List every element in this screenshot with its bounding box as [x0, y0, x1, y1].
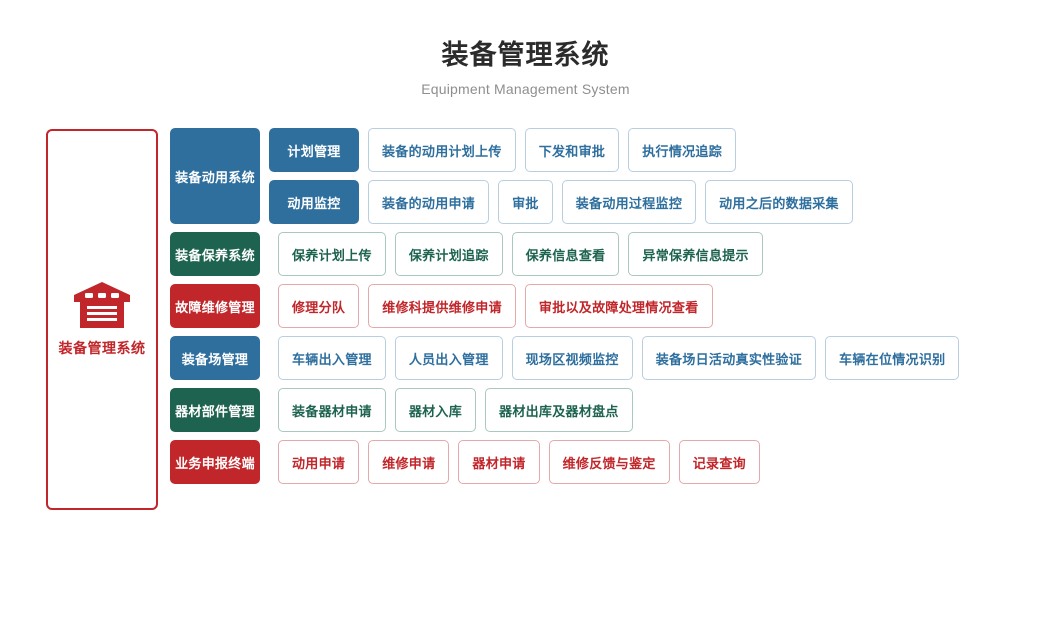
module-row: 器材部件管理装备器材申请器材入库器材出库及器材盘点: [170, 388, 1030, 432]
category-button[interactable]: 装备动用系统: [170, 128, 260, 224]
function-button[interactable]: 器材申请: [458, 440, 540, 484]
subgroup-container: 保养计划上传保养计划追踪保养信息查看异常保养信息提示: [269, 232, 772, 276]
subgroup-row: 动用监控装备的动用申请审批装备动用过程监控动用之后的数据采集: [269, 180, 862, 224]
subcategory-button[interactable]: 计划管理: [269, 128, 359, 172]
module-row: 装备动用系统计划管理装备的动用计划上传下发和审批执行情况追踪动用监控装备的动用申…: [170, 128, 1030, 224]
function-button[interactable]: 器材入库: [394, 388, 477, 432]
leaf-container: 保养计划上传保养计划追踪保养信息查看异常保养信息提示: [278, 232, 772, 276]
leaf-container: 动用申请维修申请器材申请维修反馈与鉴定记录查询: [278, 440, 769, 484]
function-button[interactable]: 记录查询: [678, 440, 760, 484]
subgroup-row: 装备器材申请器材入库器材出库及器材盘点: [269, 388, 642, 432]
leaf-container: 车辆出入管理人员出入管理现场区视频监控装备场日活动真实性验证车辆在位情况识别: [278, 336, 968, 380]
subgroup-container: 车辆出入管理人员出入管理现场区视频监控装备场日活动真实性验证车辆在位情况识别: [269, 336, 968, 380]
function-button[interactable]: 异常保养信息提示: [628, 232, 763, 276]
brand-panel: 装备管理系统: [46, 129, 158, 510]
function-button[interactable]: 现场区视频监控: [511, 336, 633, 380]
module-row: 装备场管理车辆出入管理人员出入管理现场区视频监控装备场日活动真实性验证车辆在位情…: [170, 336, 1030, 380]
leaf-container: 装备的动用申请审批装备动用过程监控动用之后的数据采集: [368, 180, 862, 224]
category-button[interactable]: 业务申报终端: [170, 440, 260, 484]
function-button[interactable]: 车辆出入管理: [278, 336, 386, 380]
subgroup-row: 保养计划上传保养计划追踪保养信息查看异常保养信息提示: [269, 232, 772, 276]
function-button[interactable]: 装备器材申请: [278, 388, 386, 432]
subgroup-container: 装备器材申请器材入库器材出库及器材盘点: [269, 388, 642, 432]
subgroup-container: 动用申请维修申请器材申请维修反馈与鉴定记录查询: [269, 440, 769, 484]
page-title: 装备管理系统: [441, 40, 610, 70]
warehouse-icon: [74, 281, 130, 328]
function-button[interactable]: 保养计划追踪: [394, 232, 503, 276]
module-row: 故障维修管理修理分队维修科提供维修申请审批以及故障处理情况查看: [170, 284, 1030, 328]
module-row: 装备保养系统保养计划上传保养计划追踪保养信息查看异常保养信息提示: [170, 232, 1030, 276]
leaf-container: 装备器材申请器材入库器材出库及器材盘点: [278, 388, 642, 432]
function-button[interactable]: 维修反馈与鉴定: [548, 440, 670, 484]
subgroup-row: 动用申请维修申请器材申请维修反馈与鉴定记录查询: [269, 440, 769, 484]
category-button[interactable]: 故障维修管理: [170, 284, 260, 328]
function-button[interactable]: 动用之后的数据采集: [705, 180, 853, 224]
function-button[interactable]: 审批: [498, 180, 553, 224]
module-row: 业务申报终端动用申请维修申请器材申请维修反馈与鉴定记录查询: [170, 440, 1030, 484]
function-button[interactable]: 审批以及故障处理情况查看: [524, 284, 713, 328]
function-button[interactable]: 装备的动用申请: [368, 180, 490, 224]
function-button[interactable]: 保养信息查看: [511, 232, 620, 276]
function-button[interactable]: 执行情况追踪: [628, 128, 737, 172]
subgroup-container: 计划管理装备的动用计划上传下发和审批执行情况追踪动用监控装备的动用申请审批装备动…: [269, 128, 862, 224]
subgroup-row: 修理分队维修科提供维修申请审批以及故障处理情况查看: [269, 284, 722, 328]
function-button[interactable]: 装备场日活动真实性验证: [641, 336, 817, 380]
subgroup-container: 修理分队维修科提供维修申请审批以及故障处理情况查看: [269, 284, 722, 328]
subgroup-row: 车辆出入管理人员出入管理现场区视频监控装备场日活动真实性验证车辆在位情况识别: [269, 336, 968, 380]
function-button[interactable]: 保养计划上传: [278, 232, 386, 276]
category-button[interactable]: 装备场管理: [170, 336, 260, 380]
leaf-container: 修理分队维修科提供维修申请审批以及故障处理情况查看: [278, 284, 722, 328]
function-button[interactable]: 修理分队: [278, 284, 360, 328]
category-button[interactable]: 器材部件管理: [170, 388, 260, 432]
brand-label: 装备管理系统: [58, 339, 146, 356]
function-button[interactable]: 装备的动用计划上传: [368, 128, 516, 172]
function-button[interactable]: 维修科提供维修申请: [368, 284, 516, 328]
leaf-container: 装备的动用计划上传下发和审批执行情况追踪: [368, 128, 745, 172]
module-grid: 装备动用系统计划管理装备的动用计划上传下发和审批执行情况追踪动用监控装备的动用申…: [170, 128, 1030, 492]
page-header: 装备管理系统 Equipment Management System: [0, 38, 1051, 99]
function-button[interactable]: 人员出入管理: [394, 336, 503, 380]
subcategory-button[interactable]: 动用监控: [269, 180, 359, 224]
function-button[interactable]: 下发和审批: [524, 128, 620, 172]
category-button[interactable]: 装备保养系统: [170, 232, 260, 276]
function-button[interactable]: 装备动用过程监控: [561, 180, 697, 224]
subgroup-row: 计划管理装备的动用计划上传下发和审批执行情况追踪: [269, 128, 862, 172]
function-button[interactable]: 动用申请: [278, 440, 360, 484]
page-subtitle: Equipment Management System: [421, 81, 630, 97]
function-button[interactable]: 器材出库及器材盘点: [485, 388, 633, 432]
function-button[interactable]: 维修申请: [368, 440, 450, 484]
function-button[interactable]: 车辆在位情况识别: [825, 336, 960, 380]
